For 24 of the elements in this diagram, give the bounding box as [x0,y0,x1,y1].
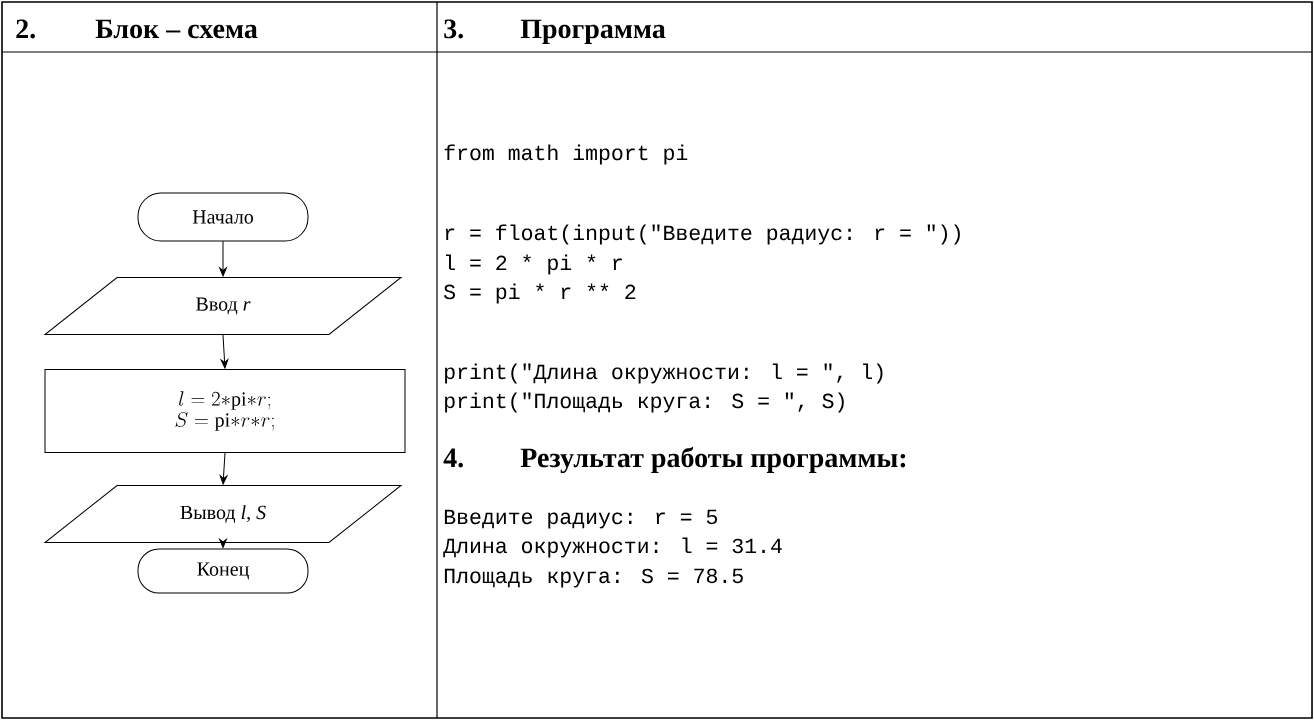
arrow [219,240,227,277]
code-line: print("Площадь круга: S = ", S) [445,392,844,413]
code-line: Длина окружности: l = 31.4 [443,537,782,558]
arrow [219,452,228,485]
code-line: print("Длина окружности: l = ", l) [445,363,883,384]
io-parallelogram: Вывод l, S [44,485,402,543]
code-line: l = 2 * pi * r [446,254,622,275]
io-parallelogram: Ввод r [44,277,402,335]
terminal-box: Начало [137,192,309,242]
process-box: $l = 2{*}\mathrm{pi}{*}r;$ $S = \mathrm{pi}{*}r{*}r;$ [44,369,406,453]
section-number: 4. [443,448,463,468]
code-line: S = pi * r ** 2 [444,283,636,304]
code-line: from math import pi [444,144,688,165]
arrow [219,538,227,548]
code-line: Площадь круга: S = 78.5 [444,568,743,588]
section-number: 2. [16,19,35,39]
section-heading: Программа [520,19,666,44]
code-line: r = float(input("Введите радиус: r = ")) [445,224,960,245]
section-heading: Результат работы программы: [520,446,906,474]
terminal-box: Конец [137,548,309,594]
code-line: Введите радиус: r = 5 [444,509,718,529]
section-heading: Блок – схема [95,19,258,39]
arrow [220,334,229,369]
section-number: 3. [444,19,463,39]
